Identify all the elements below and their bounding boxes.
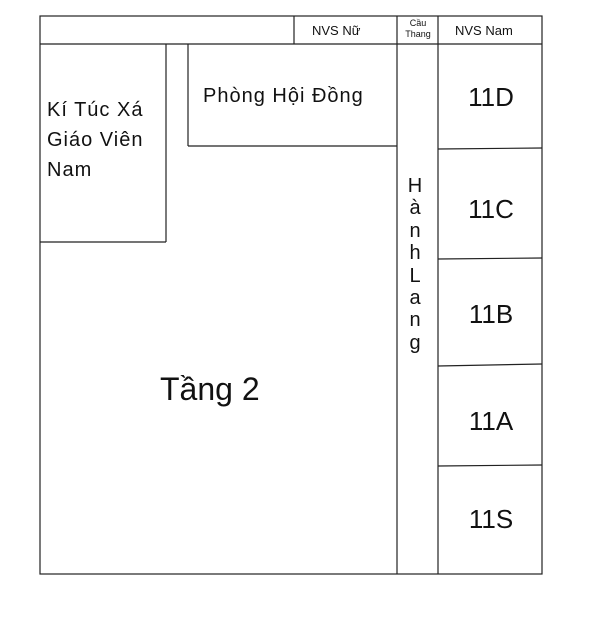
floor-label: Tầng 2 [160,371,260,407]
dorm-label: Kí Túc Xá Giáo Viên Nam [47,99,144,181]
outer-wall [39,15,543,575]
room-11d-label: 11D [468,82,514,112]
room-11s-label: 11S [468,504,514,534]
room-divider-11a-11s [437,464,543,467]
female-restroom-label: NVS Nữ [312,23,361,38]
room-11b-label: 11B [468,299,514,329]
room-divider-11c-11b [437,257,543,260]
stairs-label: Cầu Thang [405,18,431,39]
meeting-room-label: Phòng Hội Đồng [203,85,364,107]
male-restroom-label: NVS Nam [455,23,513,38]
room-11a-label: 11A [468,406,514,436]
corridor-label: H à n h L a n g [407,175,423,354]
room-divider-11d-11c [437,147,543,150]
room-divider-11b-11a [437,363,543,367]
room-11c-label: 11C [468,194,514,224]
